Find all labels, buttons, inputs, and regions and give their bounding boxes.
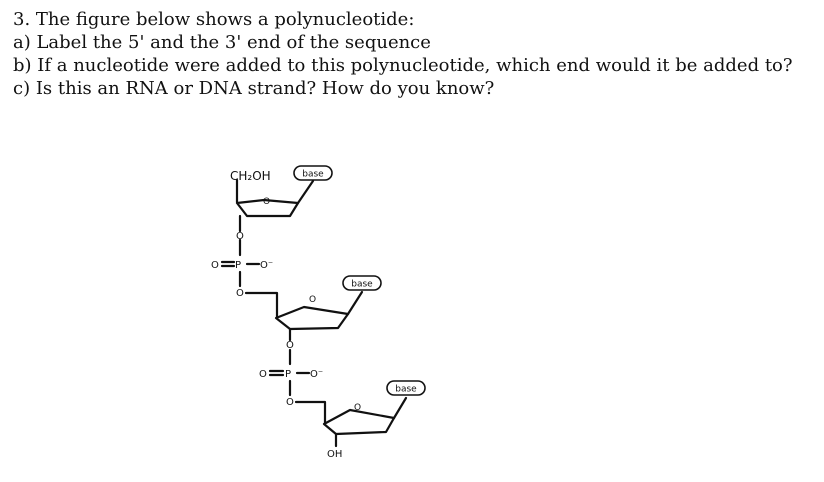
phosphorus-2: P [285, 369, 291, 380]
base-oval-1 [293, 165, 333, 181]
ring-oxygen-3: O [354, 403, 361, 413]
sugar-ring-1 [235, 198, 300, 218]
ester-oxygen-2b: O [286, 397, 294, 408]
question-part-a: a) Label the 5' and the 3' end of the se… [13, 32, 431, 53]
question-title: 3. The figure below shows a polynucleoti… [13, 9, 415, 30]
base-oval-2 [342, 275, 382, 291]
ester-oxygen-2a: O [286, 340, 294, 351]
bond-sugar-base-1 [296, 179, 315, 205]
ring-oxygen-1: O [263, 197, 270, 207]
sugar-ring-3 [322, 408, 396, 436]
double-oxygen-1: O [211, 260, 219, 271]
charged-oxygen-2: O⁻ [310, 369, 323, 380]
oh-label: OH [327, 449, 342, 460]
ester-oxygen-1a: O [236, 231, 244, 242]
question-part-c: c) Is this an RNA or DNA strand? How do … [13, 78, 495, 99]
base-label-2: base [351, 280, 373, 290]
charged-oxygen-1: O⁻ [260, 260, 273, 271]
bond-o5-c5-3 [294, 400, 327, 426]
ester-oxygen-1b: O [236, 288, 244, 299]
bond-o5-c5-2 [244, 291, 279, 320]
double-oxygen-2: O [259, 369, 267, 380]
sugar-ring-2 [274, 305, 350, 331]
question-part-b: b) If a nucleotide were added to this po… [13, 55, 793, 76]
ch2oh-label: CH₂OH [230, 169, 271, 183]
question-block: 3. The figure below shows a polynucleoti… [13, 8, 813, 100]
ring-oxygen-2: O [309, 295, 316, 305]
base-oval-3 [386, 380, 426, 396]
bond-sugar-base-2 [346, 290, 364, 316]
base-label-3: base [395, 385, 417, 395]
bond-sugar-base-3 [392, 396, 408, 420]
base-label-1: base [302, 170, 324, 180]
phosphorus-1: P [235, 260, 241, 271]
